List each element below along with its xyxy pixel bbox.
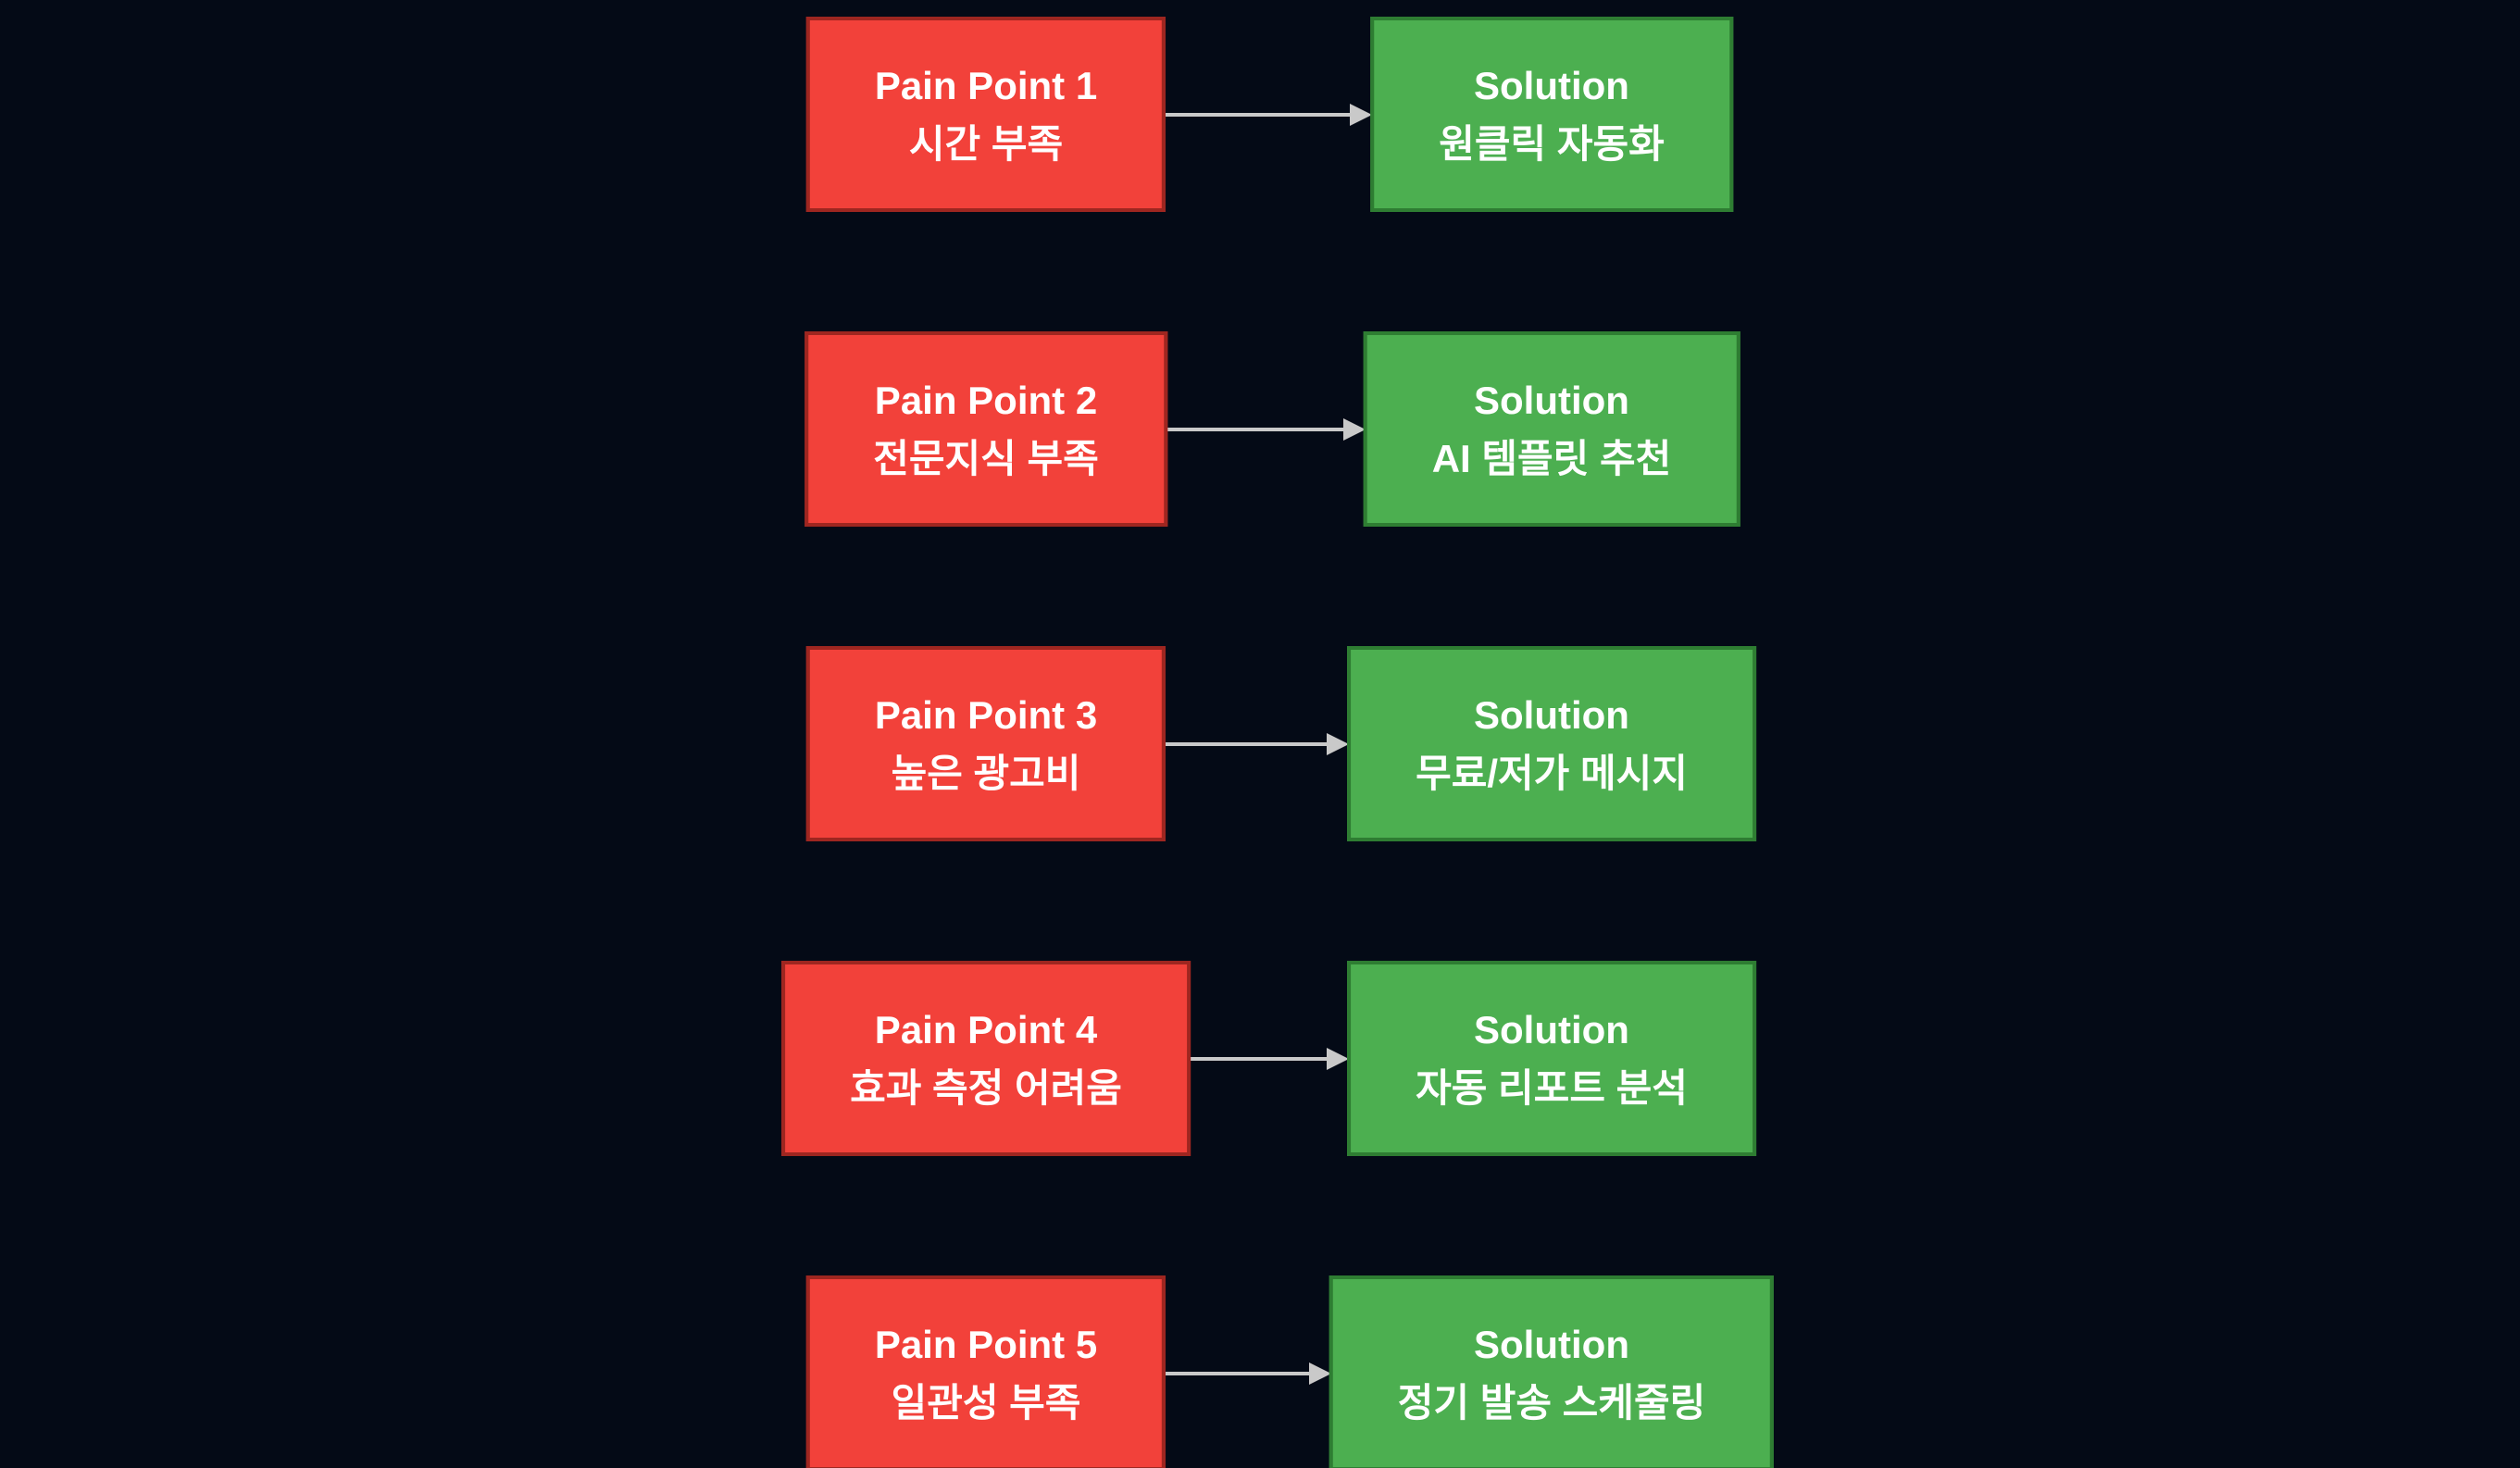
flow-arrow (1166, 103, 1373, 126)
pain-point-box: Pain Point 2 전문지식 부족 (805, 331, 1167, 527)
pain-point-title: Pain Point 2 (874, 378, 1098, 422)
arrow-head-icon (1342, 417, 1366, 441)
solution-title: Solution (1474, 378, 1629, 422)
solution-title: Solution (1474, 63, 1629, 107)
flow-arrow (1166, 732, 1350, 755)
flow-row: Pain Point 3 높은 광고비 Solution 무료/저가 메시지 (0, 646, 2520, 841)
arrow-line (1166, 741, 1328, 746)
pain-point-detail: 시간 부족 (908, 121, 1064, 166)
solution-box: Solution 무료/저가 메시지 (1347, 646, 1756, 841)
flow-row: Pain Point 1 시간 부족 Solution 원클릭 자동화 (0, 17, 2520, 212)
flow-row: Pain Point 4 효과 측정 어려움 Solution 자동 리포트 분… (0, 961, 2520, 1156)
flow-arrow (1166, 417, 1366, 441)
solution-box: Solution 원클릭 자동화 (1370, 17, 1733, 212)
arrow-head-icon (1308, 1362, 1331, 1385)
pain-point-detail: 전문지식 부족 (873, 436, 1099, 480)
arrow-line (1166, 112, 1351, 117)
solution-box: Solution AI 템플릿 추천 (1363, 331, 1740, 527)
pain-point-box: Pain Point 3 높은 광고비 (805, 646, 1166, 841)
solution-detail: AI 템플릿 추천 (1431, 436, 1672, 480)
flow-row: Pain Point 5 일관성 부족 Solution 정기 발송 스케줄링 (0, 1275, 2520, 1468)
solution-detail: 정기 발송 스케줄링 (1397, 1380, 1706, 1424)
solution-detail: 무료/저가 메시지 (1416, 751, 1688, 795)
arrow-line (1166, 1371, 1309, 1375)
flow-arrow (1190, 1047, 1350, 1070)
pain-point-box: Pain Point 1 시간 부족 (805, 17, 1166, 212)
arrow-head-icon (1350, 103, 1373, 126)
flow-arrow (1166, 1362, 1331, 1385)
pain-point-box: Pain Point 4 효과 측정 어려움 (781, 961, 1191, 1156)
pain-point-detail: 일관성 부족 (891, 1380, 1081, 1424)
solution-detail: 원클릭 자동화 (1439, 121, 1665, 166)
pain-point-title: Pain Point 4 (874, 1007, 1098, 1051)
flow-row: Pain Point 2 전문지식 부족 Solution AI 템플릿 추천 (0, 331, 2520, 527)
pain-point-title: Pain Point 1 (874, 63, 1098, 107)
solution-detail: 자동 리포트 분석 (1416, 1065, 1688, 1110)
arrow-head-icon (1327, 1047, 1350, 1070)
pain-point-title: Pain Point 5 (874, 1322, 1098, 1366)
solution-box: Solution 정기 발송 스케줄링 (1329, 1275, 1775, 1468)
solution-title: Solution (1474, 1322, 1629, 1366)
pain-point-detail: 높은 광고비 (891, 751, 1081, 795)
solution-title: Solution (1474, 1007, 1629, 1051)
solution-box: Solution 자동 리포트 분석 (1347, 961, 1756, 1156)
arrow-head-icon (1327, 732, 1350, 755)
arrow-line (1190, 1056, 1328, 1061)
solution-title: Solution (1474, 692, 1629, 737)
arrow-line (1166, 427, 1343, 431)
pain-point-title: Pain Point 3 (874, 692, 1098, 737)
pain-point-box: Pain Point 5 일관성 부족 (805, 1275, 1166, 1468)
pain-point-detail: 효과 측정 어려움 (850, 1065, 1122, 1110)
